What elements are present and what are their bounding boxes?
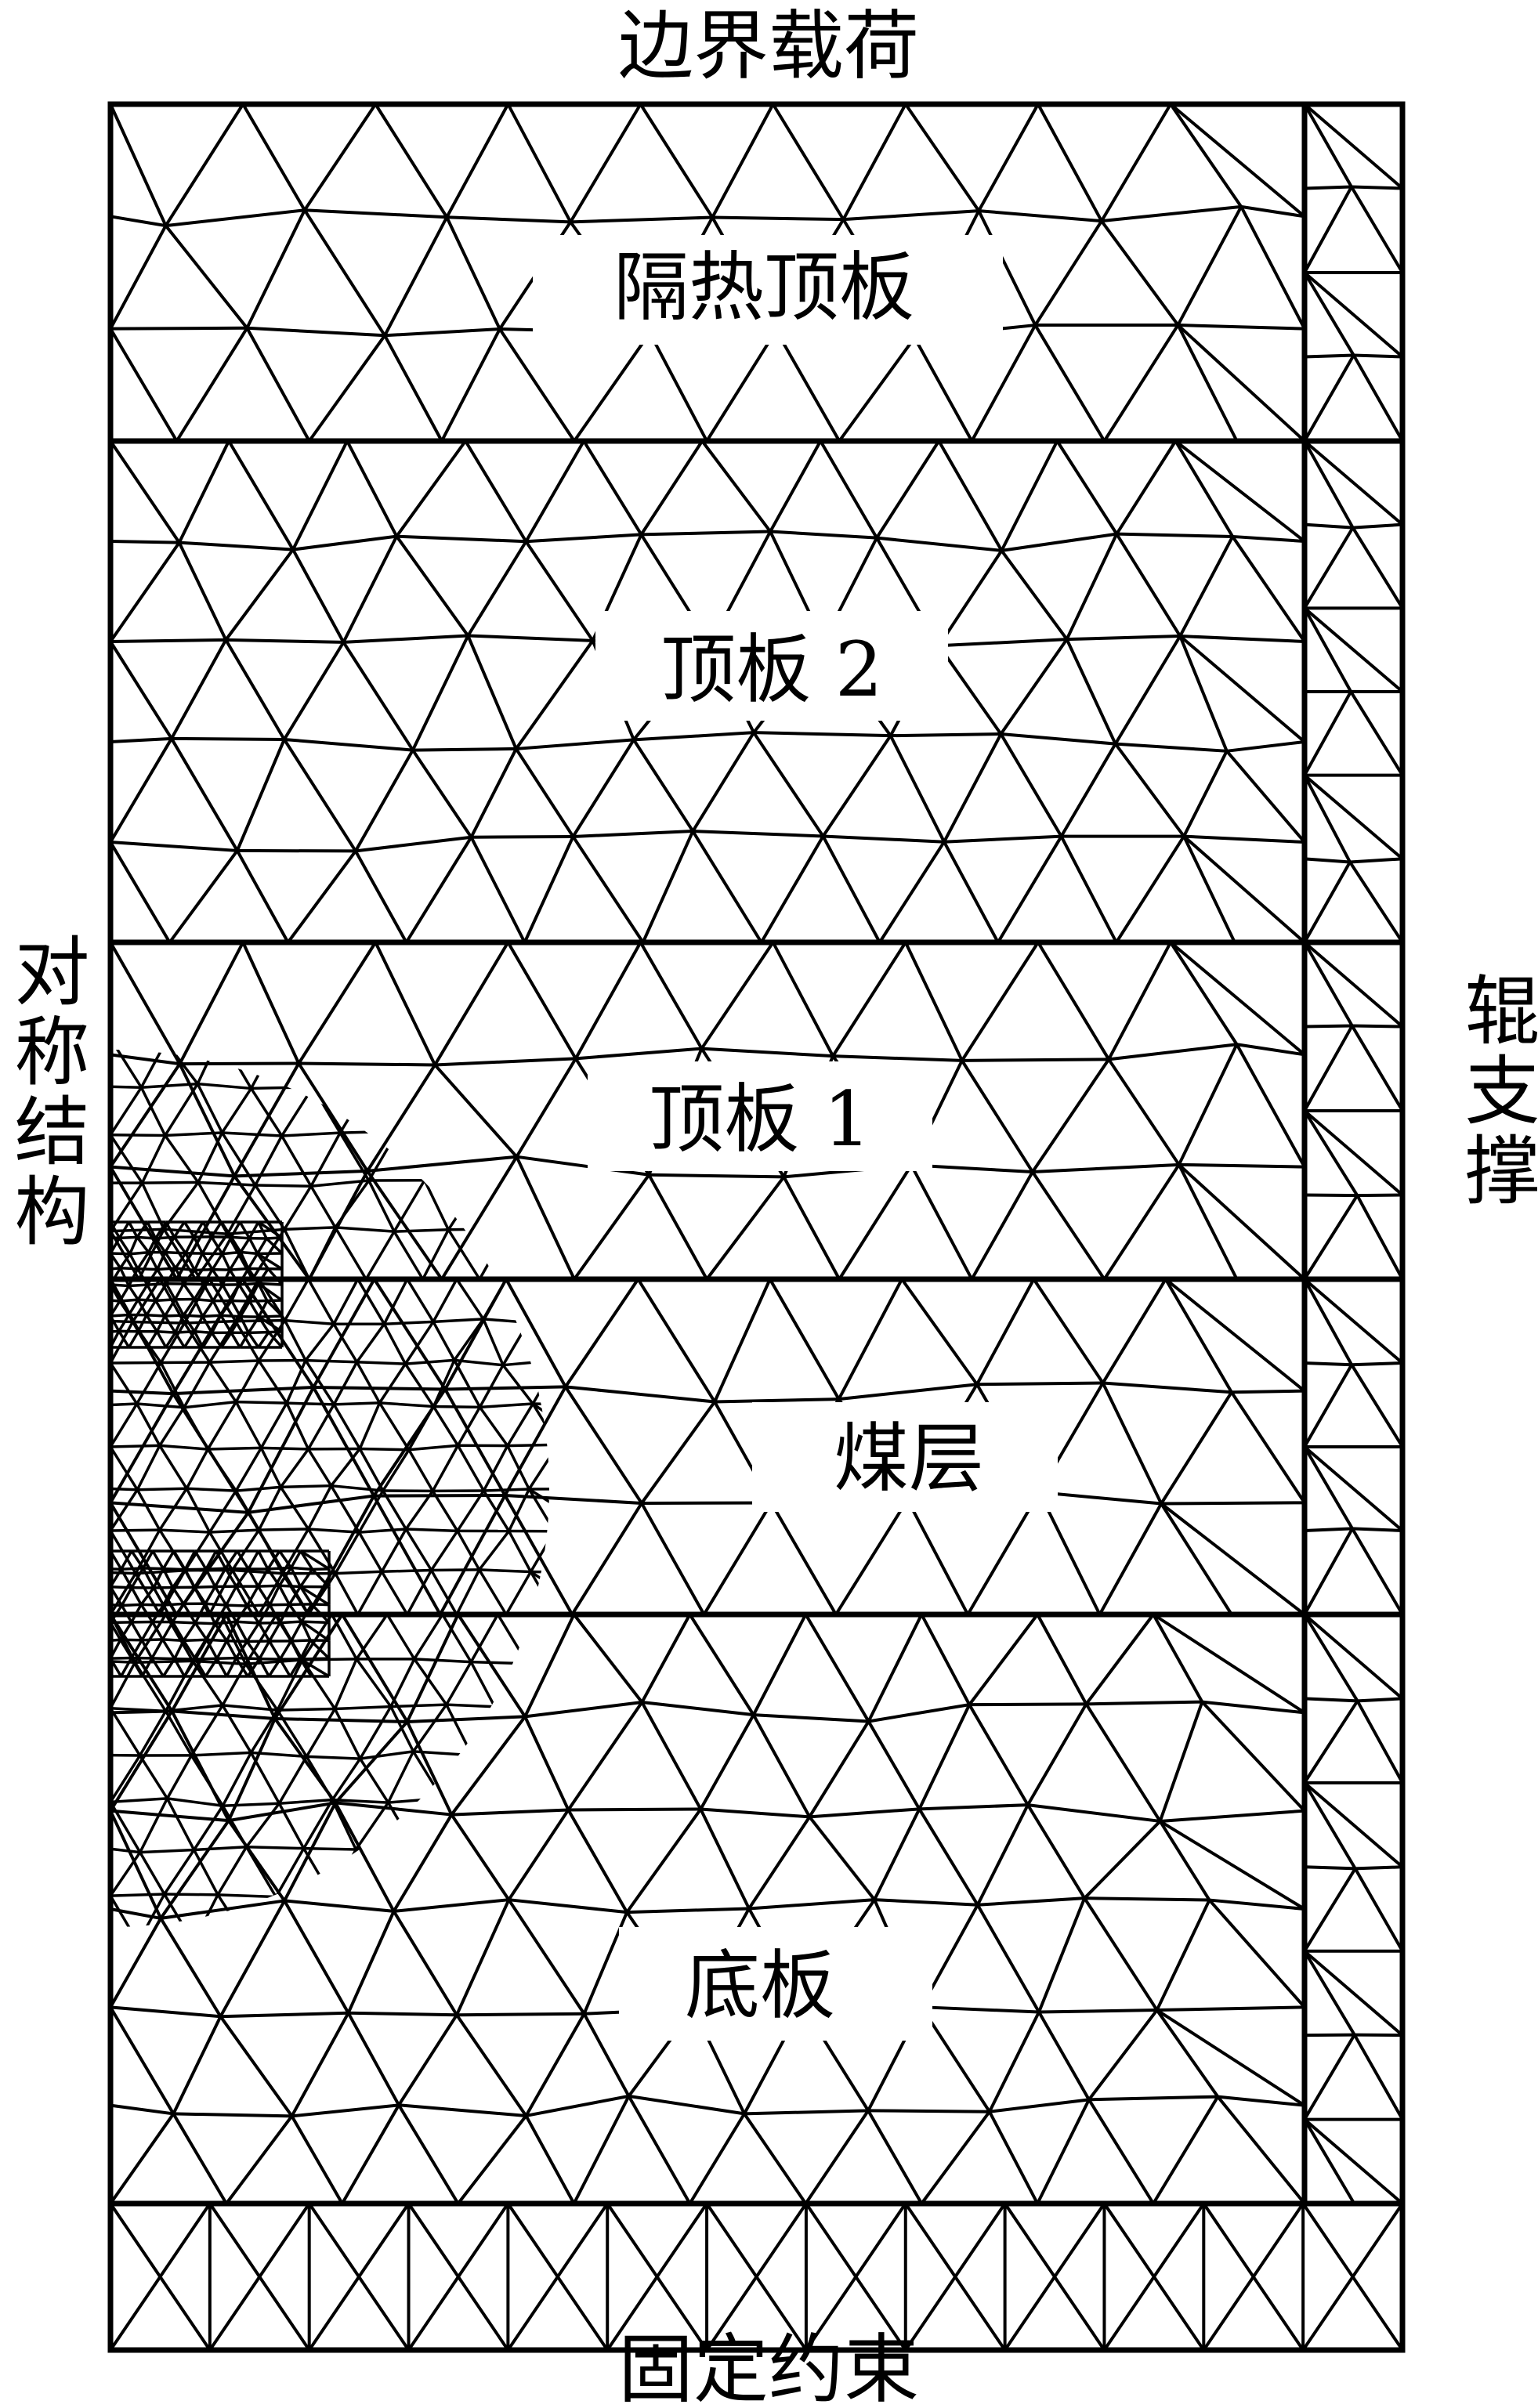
left-boundary-label: 对称结构: [2, 932, 89, 1252]
right-boundary-label: 辊支撑: [1452, 971, 1538, 1211]
layer-label-insulation-roof: 隔热顶板: [613, 244, 914, 331]
layer-label-roof-2: 顶板 2: [660, 626, 883, 714]
refined-mesh: [109, 1050, 549, 1927]
layer-boundaries: [107, 101, 1406, 2353]
bottom-boundary-label: 固定约束: [618, 2326, 919, 2408]
layer-label-roof-1: 顶板 1: [649, 1076, 871, 1163]
layer-label-floor: 底板: [685, 1942, 835, 2030]
layer-label-coal-seam: 煤层: [834, 1415, 984, 1502]
top-boundary-label: 边界载荷: [618, 2, 919, 90]
